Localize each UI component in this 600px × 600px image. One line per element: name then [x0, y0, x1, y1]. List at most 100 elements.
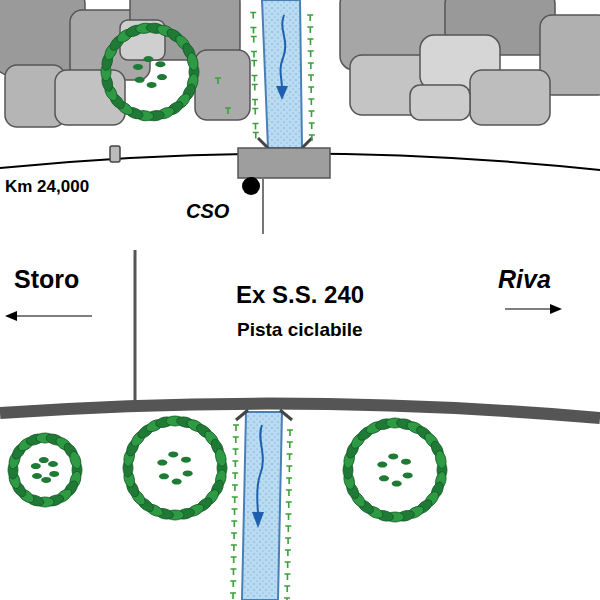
grass-tick [287, 442, 293, 448]
map-label: Km 24,000 [5, 178, 89, 197]
flow-arrow [280, 15, 285, 88]
grass-tick [309, 123, 315, 129]
direction-arrow [14, 315, 92, 316]
leaf [143, 56, 153, 62]
grass-tick [285, 526, 291, 532]
grass-tick [232, 485, 238, 491]
leaf [403, 472, 413, 478]
culvert [238, 148, 330, 178]
grass-tick [251, 61, 257, 67]
grass-tick [307, 39, 313, 45]
grass-tick [230, 593, 236, 599]
km-marker [110, 146, 120, 162]
grass-tick [252, 85, 258, 91]
grass-tick [231, 545, 237, 551]
grass-tick [285, 562, 291, 568]
grass-tick [233, 425, 239, 431]
stream [262, 0, 302, 148]
leaf [159, 473, 169, 479]
grass-tick [250, 13, 256, 19]
grass-tick [285, 538, 291, 544]
leaf [31, 463, 41, 469]
flow-arrowhead [276, 86, 288, 100]
leaf [172, 479, 182, 485]
grass-tick [309, 111, 315, 117]
cso-point [242, 177, 260, 195]
grass-tick [284, 598, 290, 600]
leaf [147, 82, 157, 88]
grass-tick [287, 430, 293, 436]
grass-tick [287, 454, 293, 460]
stream [242, 412, 282, 600]
grass-tick [286, 490, 292, 496]
leaf [32, 473, 42, 479]
grass-tick [285, 550, 291, 556]
leaf [133, 64, 143, 70]
leaf [183, 470, 193, 476]
leaf [377, 462, 387, 468]
direction-arrowhead [550, 304, 562, 314]
grass-tick [253, 133, 259, 139]
grass-tick [252, 76, 258, 82]
grass-tick [231, 533, 237, 539]
leaf [186, 52, 200, 72]
grass-tick [231, 521, 237, 527]
grass-tick [215, 78, 221, 84]
grass-tick [250, 28, 256, 34]
grass-tick [232, 473, 238, 479]
map-label: Storo [14, 266, 79, 294]
grass-tick [231, 557, 237, 563]
direction-arrowhead [5, 311, 17, 321]
grass-tick [252, 109, 258, 115]
grass-tick [230, 581, 236, 587]
grass-tick [307, 15, 313, 21]
grass-tick [308, 63, 314, 69]
grass-tick [286, 502, 292, 508]
leaf [401, 459, 411, 465]
inlet-wing [236, 410, 292, 420]
grass-tick [307, 27, 313, 33]
map-label: CSO [186, 200, 229, 222]
grass-tick [232, 509, 238, 515]
road-edge-band [0, 404, 600, 418]
leaf [49, 471, 59, 477]
leaf [155, 61, 165, 67]
grass-tick [286, 466, 292, 472]
grass-tick [284, 586, 290, 592]
leader-line [262, 178, 264, 234]
grass-tick [225, 108, 231, 114]
grass-tick [284, 574, 290, 580]
leaf [157, 74, 167, 80]
leaf [392, 481, 402, 487]
grass-tick [308, 75, 314, 81]
leaf [157, 460, 167, 466]
boundary-line [134, 250, 137, 402]
grass-tick [233, 437, 239, 443]
grass-tick [233, 449, 239, 455]
grass-tick [286, 514, 292, 520]
grass-tick [232, 497, 238, 503]
direction-arrow [505, 308, 550, 309]
leaf [379, 475, 389, 481]
grass-tick [232, 461, 238, 467]
flow-arrow [257, 425, 263, 515]
leaf [68, 450, 83, 470]
grass-tick [308, 51, 314, 57]
shrubs [7, 22, 448, 522]
leaf [39, 457, 49, 463]
flow-arrowhead [252, 512, 264, 528]
grass-tick [308, 87, 314, 93]
leaf [168, 451, 178, 457]
map-label: Riva [498, 266, 551, 294]
grass-tick [252, 100, 258, 106]
leaf [181, 457, 191, 463]
grass-tick [308, 99, 314, 105]
leaf [41, 477, 51, 483]
leaf [434, 450, 448, 470]
leaf [135, 77, 145, 83]
leaf [388, 453, 398, 459]
grass-tick [230, 569, 236, 575]
map-label: Ex S.S. 240 [236, 282, 364, 308]
grass-tick [253, 124, 259, 130]
